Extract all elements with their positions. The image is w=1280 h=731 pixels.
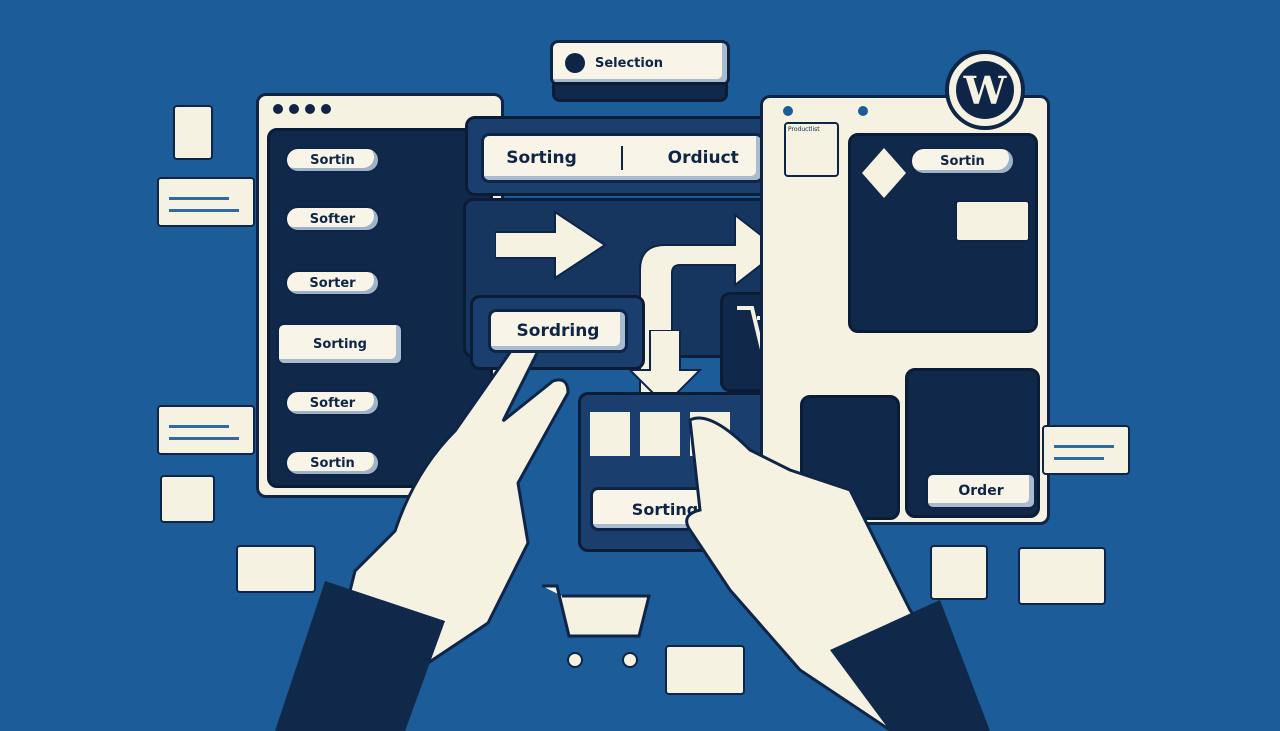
pen-icon: [565, 53, 585, 73]
right-small-card: [955, 200, 1030, 242]
list-item-4[interactable]: Sorting: [276, 322, 404, 366]
selection-label: Selection: [595, 55, 664, 71]
list-item-3[interactable]: Sorter: [285, 270, 380, 296]
right-hand-icon: [685, 416, 990, 731]
deco-card-left-3: [160, 475, 215, 523]
product-list-card: Productlist: [784, 122, 839, 177]
deco-card-right-1: [1042, 425, 1130, 475]
deco-card-left-4: [236, 545, 316, 593]
left-hand-icon: [275, 326, 570, 731]
sordring-button[interactable]: Sordring: [488, 309, 628, 353]
turn-arrow-icon: [639, 212, 782, 410]
deco-card-top-left: [173, 105, 213, 160]
list-item-6[interactable]: Sortin: [285, 450, 380, 476]
order-button[interactable]: Order: [925, 472, 1037, 510]
wordpress-letter: W: [956, 61, 1014, 119]
deco-card-right-3: [930, 545, 988, 600]
selection-button[interactable]: Selection: [550, 40, 730, 86]
product-list-tab: Productlist: [788, 126, 820, 133]
deco-card-right-2: [1018, 547, 1106, 605]
arrow-right-icon: [495, 210, 607, 280]
list-item-2[interactable]: Softer: [285, 206, 380, 232]
selection-shadow: [552, 82, 728, 102]
list-item-5[interactable]: Softer: [285, 390, 380, 416]
bottom-cart-icon: [542, 584, 651, 668]
sort-up-icon: [862, 148, 906, 198]
deco-card-left-2: [157, 405, 255, 455]
sorting-order-bar[interactable]: Sorting Ordiuct: [481, 133, 764, 183]
arrow-down-icon: [627, 330, 703, 407]
deco-card-bottom: [665, 645, 745, 695]
wordpress-logo: W: [945, 50, 1025, 130]
list-item-1[interactable]: Sortin: [285, 147, 380, 173]
window-dots: [273, 104, 331, 114]
sorting-label: Sorting: [506, 148, 577, 168]
order-label: Ordiuct: [667, 148, 739, 168]
deco-card-left-1: [157, 177, 255, 227]
right-sortin-pill[interactable]: Sortin: [910, 147, 1015, 175]
